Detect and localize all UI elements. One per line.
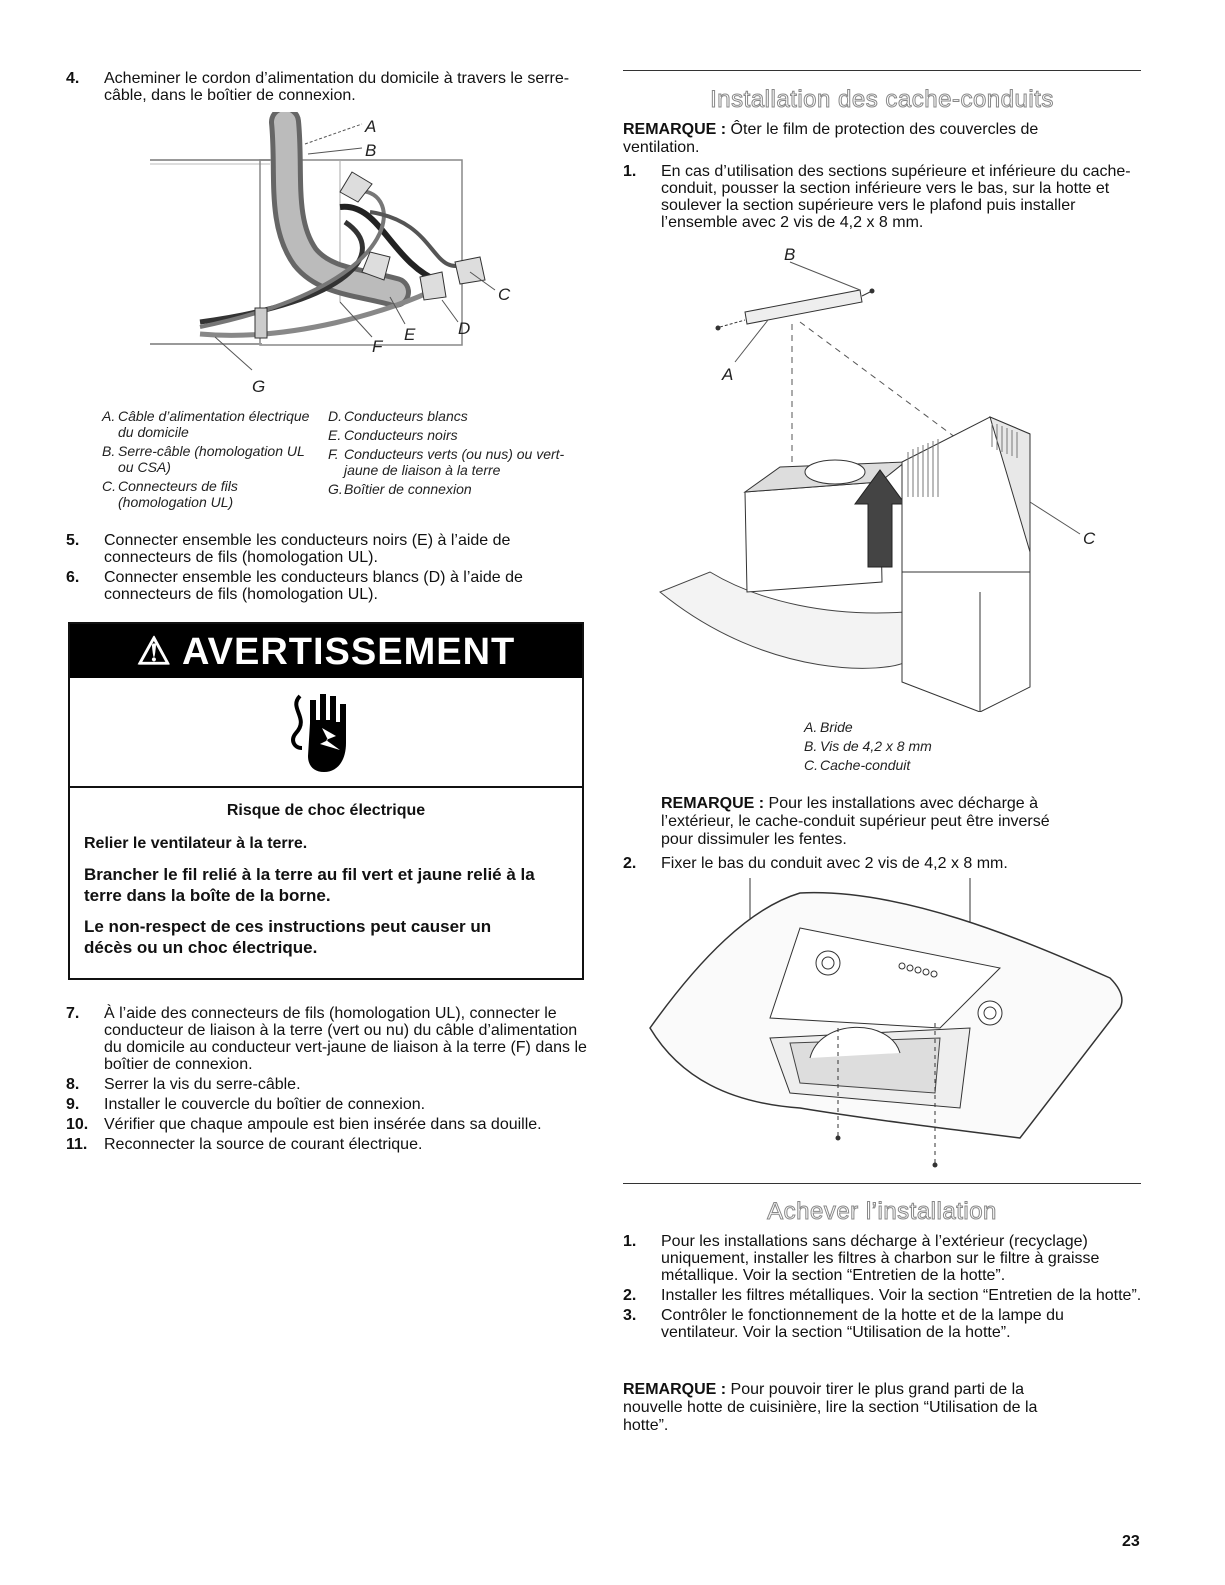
- label-e: E: [404, 325, 416, 344]
- duct-cover-diagram: B A C: [659, 245, 1096, 712]
- step-list-finish: 1.Pour les installations sans décharge à…: [623, 1233, 1143, 1344]
- note-reversible-cover: REMARQUE : Pour les installations avec d…: [661, 795, 1050, 848]
- step-item: 10.Vérifier que chaque ampoule est bien …: [66, 1116, 542, 1133]
- step-item: 2.Fixer le bas du conduit avec 2 vis de …: [623, 855, 1008, 872]
- section-rule: [623, 70, 1141, 71]
- step-item: 9.Installer le couvercle du boîtier de c…: [66, 1096, 426, 1113]
- step-item: 6.Connecter ensemble les conducteurs bla…: [66, 569, 523, 603]
- label-f: F: [372, 337, 384, 356]
- legend-item: C.Cache-conduit: [804, 757, 911, 773]
- section-rule: [623, 1183, 1141, 1184]
- label-b: B: [365, 141, 376, 160]
- step-list-fix: 2.Fixer le bas du conduit avec 2 vis de …: [623, 855, 1143, 875]
- label-c: C: [1083, 529, 1096, 548]
- legend-item: A.Bride: [804, 719, 853, 735]
- warning-pictogram-area: [70, 678, 582, 788]
- legend-item: A.Câble d’alimentation électrique du dom…: [102, 408, 310, 440]
- warning-line: Brancher le fil relié à la terre au fil …: [84, 865, 535, 905]
- warning-hazard: Risque de choc électrique: [226, 802, 426, 819]
- legend-item: C.Connecteurs de fils (homologation UL): [102, 478, 238, 510]
- warning-triangle-icon: ⚠: [136, 631, 172, 673]
- warning-line: Le non-respect de ces instructions peut …: [84, 917, 492, 957]
- legend-item: B.Serre-câble (homologation UL ou CSA): [102, 443, 305, 475]
- step-item: 11.Reconnecter la source de courant élec…: [66, 1136, 423, 1153]
- step-list-top: 4.Acheminer le cordon d’alimentation du …: [66, 70, 586, 107]
- label-g: G: [252, 377, 265, 396]
- label-a: A: [721, 365, 733, 384]
- section-title-installation: Installation des cache-conduits: [710, 86, 1054, 114]
- warning-box: ⚠ AVERTISSEMENT Risque de choc électriqu…: [68, 622, 584, 980]
- step-item: 5.Connecter ensemble les conducteurs noi…: [66, 532, 511, 566]
- label-d: D: [458, 319, 470, 338]
- step-item: 4.Acheminer le cordon d’alimentation du …: [66, 70, 570, 104]
- step-list-mid: 5.Connecter ensemble les conducteurs noi…: [66, 532, 576, 606]
- step-item: 1.En cas d’utilisation des sections supé…: [623, 163, 1131, 231]
- note-remove-film: REMARQUE : Ôter le film de protection de…: [623, 121, 1039, 156]
- legend-item: B.Vis de 4,2 x 8 mm: [804, 738, 932, 754]
- figure1-legend-col2: D.Conducteurs blancs E.Conducteurs noirs…: [328, 408, 578, 500]
- warning-header: ⚠ AVERTISSEMENT: [70, 624, 582, 678]
- legend-item: F.Conducteurs verts (ou nus) ou vert-jau…: [328, 446, 565, 478]
- legend-item: G.Boîtier de connexion: [328, 481, 472, 497]
- legend-item: E.Conducteurs noirs: [328, 427, 458, 443]
- label-b: B: [784, 245, 795, 264]
- step-item: 1.Pour les installations sans décharge à…: [623, 1233, 1100, 1284]
- legend-item: D.Conducteurs blancs: [328, 408, 468, 424]
- step-list-bottom: 7.À l’aide des connecteurs de fils (homo…: [66, 1005, 596, 1156]
- step-item: 3.Contrôler le fonctionnement de la hott…: [623, 1307, 1064, 1341]
- warning-line: Relier le ventilateur à la terre.: [84, 835, 308, 852]
- label-c: C: [498, 285, 511, 304]
- step-item: 7.À l’aide des connecteurs de fils (homo…: [66, 1005, 587, 1073]
- step-item: 2.Installer les filtres métalliques. Voi…: [623, 1287, 1142, 1304]
- figure1-legend-col1: A.Câble d’alimentation électrique du dom…: [102, 408, 317, 513]
- wiring-diagram: A B C D E F G: [150, 112, 511, 396]
- step-list-install: 1.En cas d’utilisation des sections supé…: [623, 163, 1143, 234]
- step-item: 8.Serrer la vis du serre-câble.: [66, 1076, 301, 1093]
- electric-shock-hand-icon: [291, 694, 346, 772]
- warning-text: Risque de choc électrique Relier le vent…: [70, 800, 582, 958]
- label-a: A: [364, 117, 376, 136]
- section-title-finish: Achever l’installation: [767, 1198, 997, 1226]
- figure2-legend: A.Bride B.Vis de 4,2 x 8 mm C.Cache-cond…: [804, 719, 1004, 776]
- hood-bottom-diagram: [649, 878, 1123, 1168]
- page-number: 23: [1122, 1533, 1140, 1550]
- note-use-hood: REMARQUE : Pour pouvoir tirer le plus gr…: [623, 1381, 1038, 1434]
